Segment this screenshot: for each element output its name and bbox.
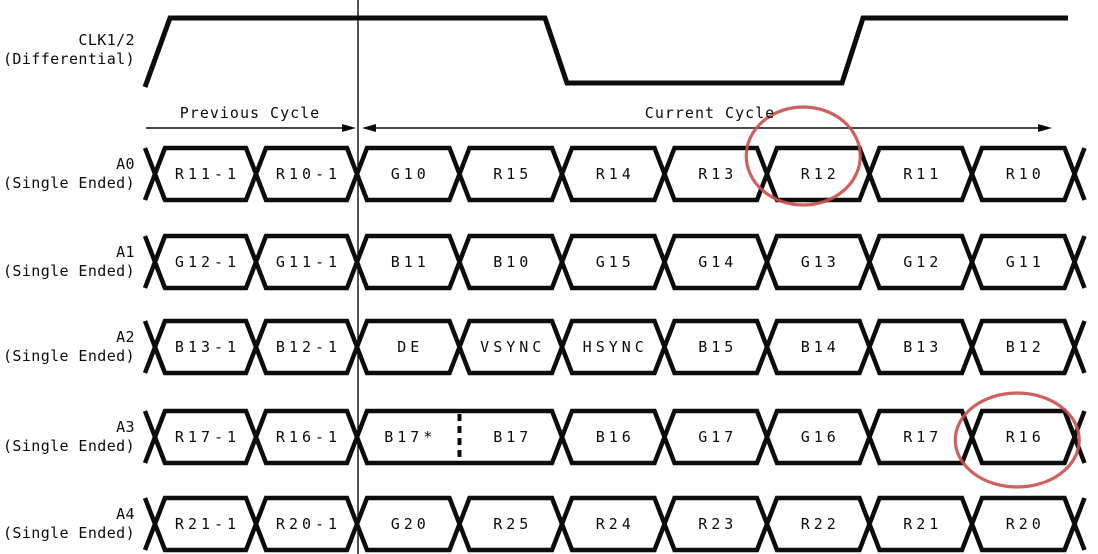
bus-cell-label: G20 [390,515,430,533]
lane-a2-waveform [142,318,1087,376]
bus-cell-label: G14 [698,253,738,271]
bus-cell-label: R11 [903,165,943,183]
bus-cell-label: R23 [698,515,738,533]
bus-cell-label: B17* [384,428,437,446]
lane-label-a2: A2(Single Ended) [0,328,135,366]
lane-label-a1: A1(Single Ended) [0,243,135,281]
lane-mode: (Single Ended) [2,524,135,542]
bus-cell-label: R25 [493,515,533,533]
bus-cell-label: R21 [903,515,943,533]
arrowhead-icon [342,124,356,132]
arrowhead-icon [362,124,376,132]
bus-cell-label: B14 [800,338,840,356]
lane-a1-waveform [142,233,1087,291]
bus-cell-label: B15 [698,338,738,356]
highlight-ellipse-r16 [953,391,1081,489]
bus-cell-label: R14 [595,165,635,183]
bus-cell-label: R21-1 [174,515,241,533]
clock-label: CLK1/2 (Differential) [0,31,135,69]
lane-name: A3 [116,418,135,436]
bus-cell-label: HSYNC [582,338,648,356]
lane-mode: (Single Ended) [2,347,135,365]
bus-cell-label: B12 [1005,338,1045,356]
lane-name: A4 [116,505,135,523]
bus-cell-label: B13-1 [174,338,241,356]
bus-cell-label: B10 [493,253,533,271]
bus-cell-label: R17 [903,428,943,446]
bus-cell-label: B11 [390,253,430,271]
lane-mode: (Single Ended) [2,262,135,280]
current-cycle-label: Current Cycle [644,104,776,122]
bus-cell-label: G16 [800,428,840,446]
arrowhead-icon [1038,124,1052,132]
bus-cell-label: R12 [800,165,840,183]
bus-cell-label: G15 [595,253,635,271]
bus-cell-label: G12 [903,253,943,271]
lane-a0-waveform [142,145,1087,203]
bus-cell-label: R22 [800,515,840,533]
lane-name: A2 [116,328,135,346]
bus-cell-label: G11 [1005,253,1045,271]
bus-cell-label: G12-1 [174,253,241,271]
lane-name: A0 [116,155,135,173]
bus-cell-label: B12-1 [275,338,342,356]
lane-mode: (Single Ended) [2,437,135,455]
bus-cell-label: DE [397,338,424,356]
lane-label-a0: A0(Single Ended) [0,155,135,193]
bus-cell-label: R16 [1005,428,1045,446]
bus-cell-label: G10 [390,165,430,183]
bus-cell-label: R24 [595,515,635,533]
bus-cell-label: R17-1 [174,428,241,446]
lane-name: A1 [116,243,135,261]
bus-cell-label: B16 [595,428,635,446]
bus-cell-label: R20 [1005,515,1045,533]
highlight-ellipse-r12 [744,105,862,207]
lane-a4-waveform [142,495,1087,553]
lane-a3-waveform [142,408,1087,466]
bus-cell-label: R11-1 [174,165,241,183]
bus-cell-label: B13 [903,338,943,356]
previous-cycle-label: Previous Cycle [179,104,321,122]
lane-label-a3: A3(Single Ended) [0,418,135,456]
bus-cell-label: R16-1 [275,428,342,446]
bus-cell-label: R10-1 [275,165,342,183]
clock-name: CLK1/2 [78,31,135,49]
bus-cell-label: G17 [698,428,738,446]
bus-cell-label: B17 [493,428,533,446]
bus-cell-label: G13 [800,253,840,271]
lane-label-a4: A4(Single Ended) [0,505,135,543]
bus-cell-label: R10 [1005,165,1045,183]
bus-cell-label: G11-1 [275,253,342,271]
bus-cell-label: VSYNC [480,338,546,356]
bus-cell-label: R15 [493,165,533,183]
clock-waveform [142,15,1068,88]
bus-cell-label: R20-1 [275,515,342,533]
lane-mode: (Single Ended) [2,174,135,192]
bus-cell-label: R13 [698,165,738,183]
clock-mode: (Differential) [2,50,135,68]
